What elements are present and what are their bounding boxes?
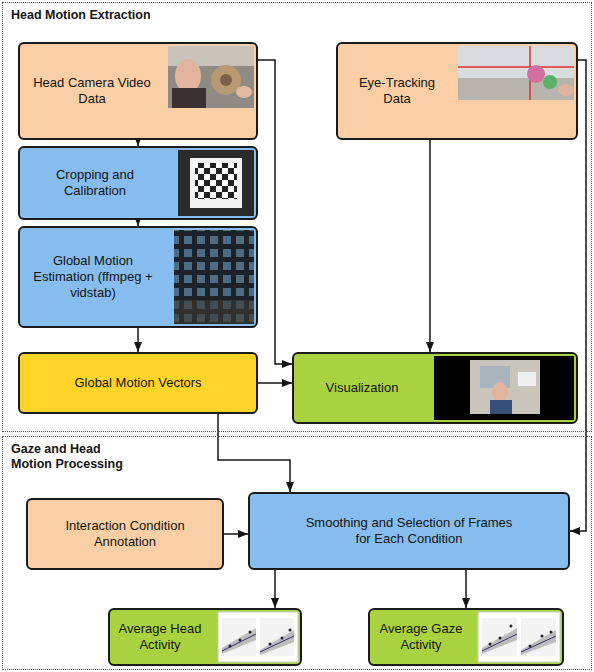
box-label: Eye-Tracking Data — [344, 75, 450, 107]
group-heading: Gaze and Head Motion Processing — [11, 442, 131, 472]
process-box: Cropping and Calibration — [18, 146, 258, 220]
box-label: Average Gaze Activity — [376, 621, 466, 653]
box-label: Head Camera Video Data — [26, 75, 158, 107]
eye-tracking-frame — [458, 46, 574, 100]
flow-arrow — [429, 140, 431, 352]
group-region: Gaze and Head Motion ProcessingInteracti… — [2, 436, 592, 670]
process-box: Smoothing and Selection of Frames for Ea… — [248, 492, 570, 570]
output-box: Average Head Activity — [108, 608, 302, 666]
visualization-image — [434, 356, 574, 420]
output-box: Visualization — [292, 352, 578, 424]
flow-arrow — [224, 533, 248, 535]
gaze-activity-chart — [478, 612, 560, 662]
box-label: Global Motion Vectors — [26, 375, 250, 391]
data-source-box: Interaction Condition Annotation — [26, 498, 224, 570]
group-heading: Head Motion Extraction — [11, 8, 151, 23]
flow-arrow — [137, 328, 139, 352]
box-label: Interaction Condition Annotation — [50, 518, 200, 550]
box-label: Smoothing and Selection of Frames for Ea… — [304, 515, 514, 547]
data-source-box: Head Camera Video Data — [18, 42, 258, 140]
group-region: Head Motion ExtractionHead Camera Video … — [2, 2, 592, 432]
flow-arrow — [218, 414, 290, 492]
data-box: Global Motion Vectors — [18, 352, 258, 414]
calibration-image — [178, 150, 254, 216]
process-box: Global Motion Estimation (ffmpeg + vidst… — [18, 226, 258, 328]
output-box: Average Gaze Activity — [368, 608, 564, 666]
box-label: Cropping and Calibration — [26, 167, 164, 199]
box-label: Global Motion Estimation (ffmpeg + vidst… — [26, 253, 160, 301]
flow-arrow — [274, 570, 276, 608]
box-label: Average Head Activity — [116, 621, 204, 653]
motion-grid-image — [174, 230, 254, 324]
flow-arrow — [465, 570, 467, 608]
data-source-box: Eye-Tracking Data — [336, 42, 578, 140]
flow-arrow — [258, 60, 292, 364]
box-label: Visualization — [300, 380, 424, 396]
flow-arrow — [258, 382, 292, 384]
head-activity-chart — [218, 612, 298, 662]
camera-photo — [168, 46, 254, 108]
